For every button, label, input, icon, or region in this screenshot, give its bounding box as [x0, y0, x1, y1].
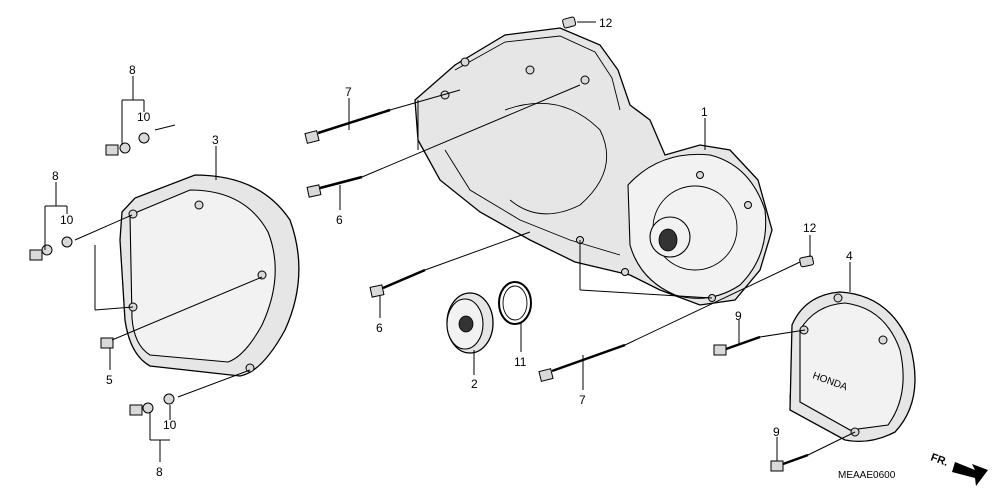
callout-5: 5	[106, 373, 113, 387]
callout-8-middle: 8	[52, 169, 59, 183]
callout-2: 2	[471, 377, 478, 391]
callout-7-lower: 7	[579, 393, 586, 407]
callout-3: 3	[212, 133, 219, 147]
bolt-mid-lower[interactable]	[369, 268, 426, 298]
callout-6-lower: 6	[376, 321, 383, 335]
left-side-cover[interactable]	[119, 174, 300, 377]
callout-labels: 1 2 3 4 5 6 6 7 7 8 8 8 9 9 10 10 10 11 …	[52, 16, 853, 479]
callout-9-lower: 9	[773, 425, 780, 439]
callout-11: 11	[514, 355, 527, 369]
bolt-washer-mid-left[interactable]	[29, 236, 73, 261]
callout-12-upper: 12	[599, 16, 613, 30]
callout-10-lower: 10	[163, 418, 177, 432]
crankcase-cover[interactable]	[414, 27, 773, 306]
front-direction-indicator: FR.	[929, 452, 988, 486]
front-label: FR.	[929, 452, 950, 469]
bolt-long-upper[interactable]	[304, 108, 391, 144]
bolt-long-lower[interactable]	[538, 343, 626, 382]
callout-6-upper: 6	[336, 213, 343, 227]
bolt-mid-upper[interactable]	[306, 175, 363, 198]
callout-1: 1	[701, 105, 708, 119]
clutch-cover[interactable]: HONDA	[789, 291, 916, 443]
bolt-left-cover-lower[interactable]	[100, 337, 114, 349]
oil-seal[interactable]	[446, 292, 494, 354]
o-ring[interactable]	[498, 281, 532, 325]
callout-leaders	[44, 21, 851, 462]
callout-7-upper: 7	[345, 85, 352, 99]
callout-8-lower: 8	[156, 465, 163, 479]
front-arrow-icon	[952, 462, 988, 486]
dowel-pin-upper[interactable]	[562, 16, 577, 29]
bolt-cover-9-upper[interactable]	[713, 335, 761, 356]
dowel-pin-right[interactable]	[799, 255, 815, 268]
callout-9-upper: 9	[735, 309, 742, 323]
assembly-guide-lines	[74, 84, 856, 456]
callout-12-right: 12	[803, 221, 817, 235]
callout-10-upper: 10	[137, 110, 151, 124]
callout-4: 4	[846, 249, 853, 263]
bolt-washer-lower-left[interactable]	[129, 393, 175, 416]
bolt-washer-upper-left[interactable]	[105, 132, 150, 156]
callout-8-upper: 8	[129, 63, 136, 77]
diagram-code: MEAAE0600	[838, 470, 896, 481]
callout-10-middle: 10	[60, 213, 74, 227]
